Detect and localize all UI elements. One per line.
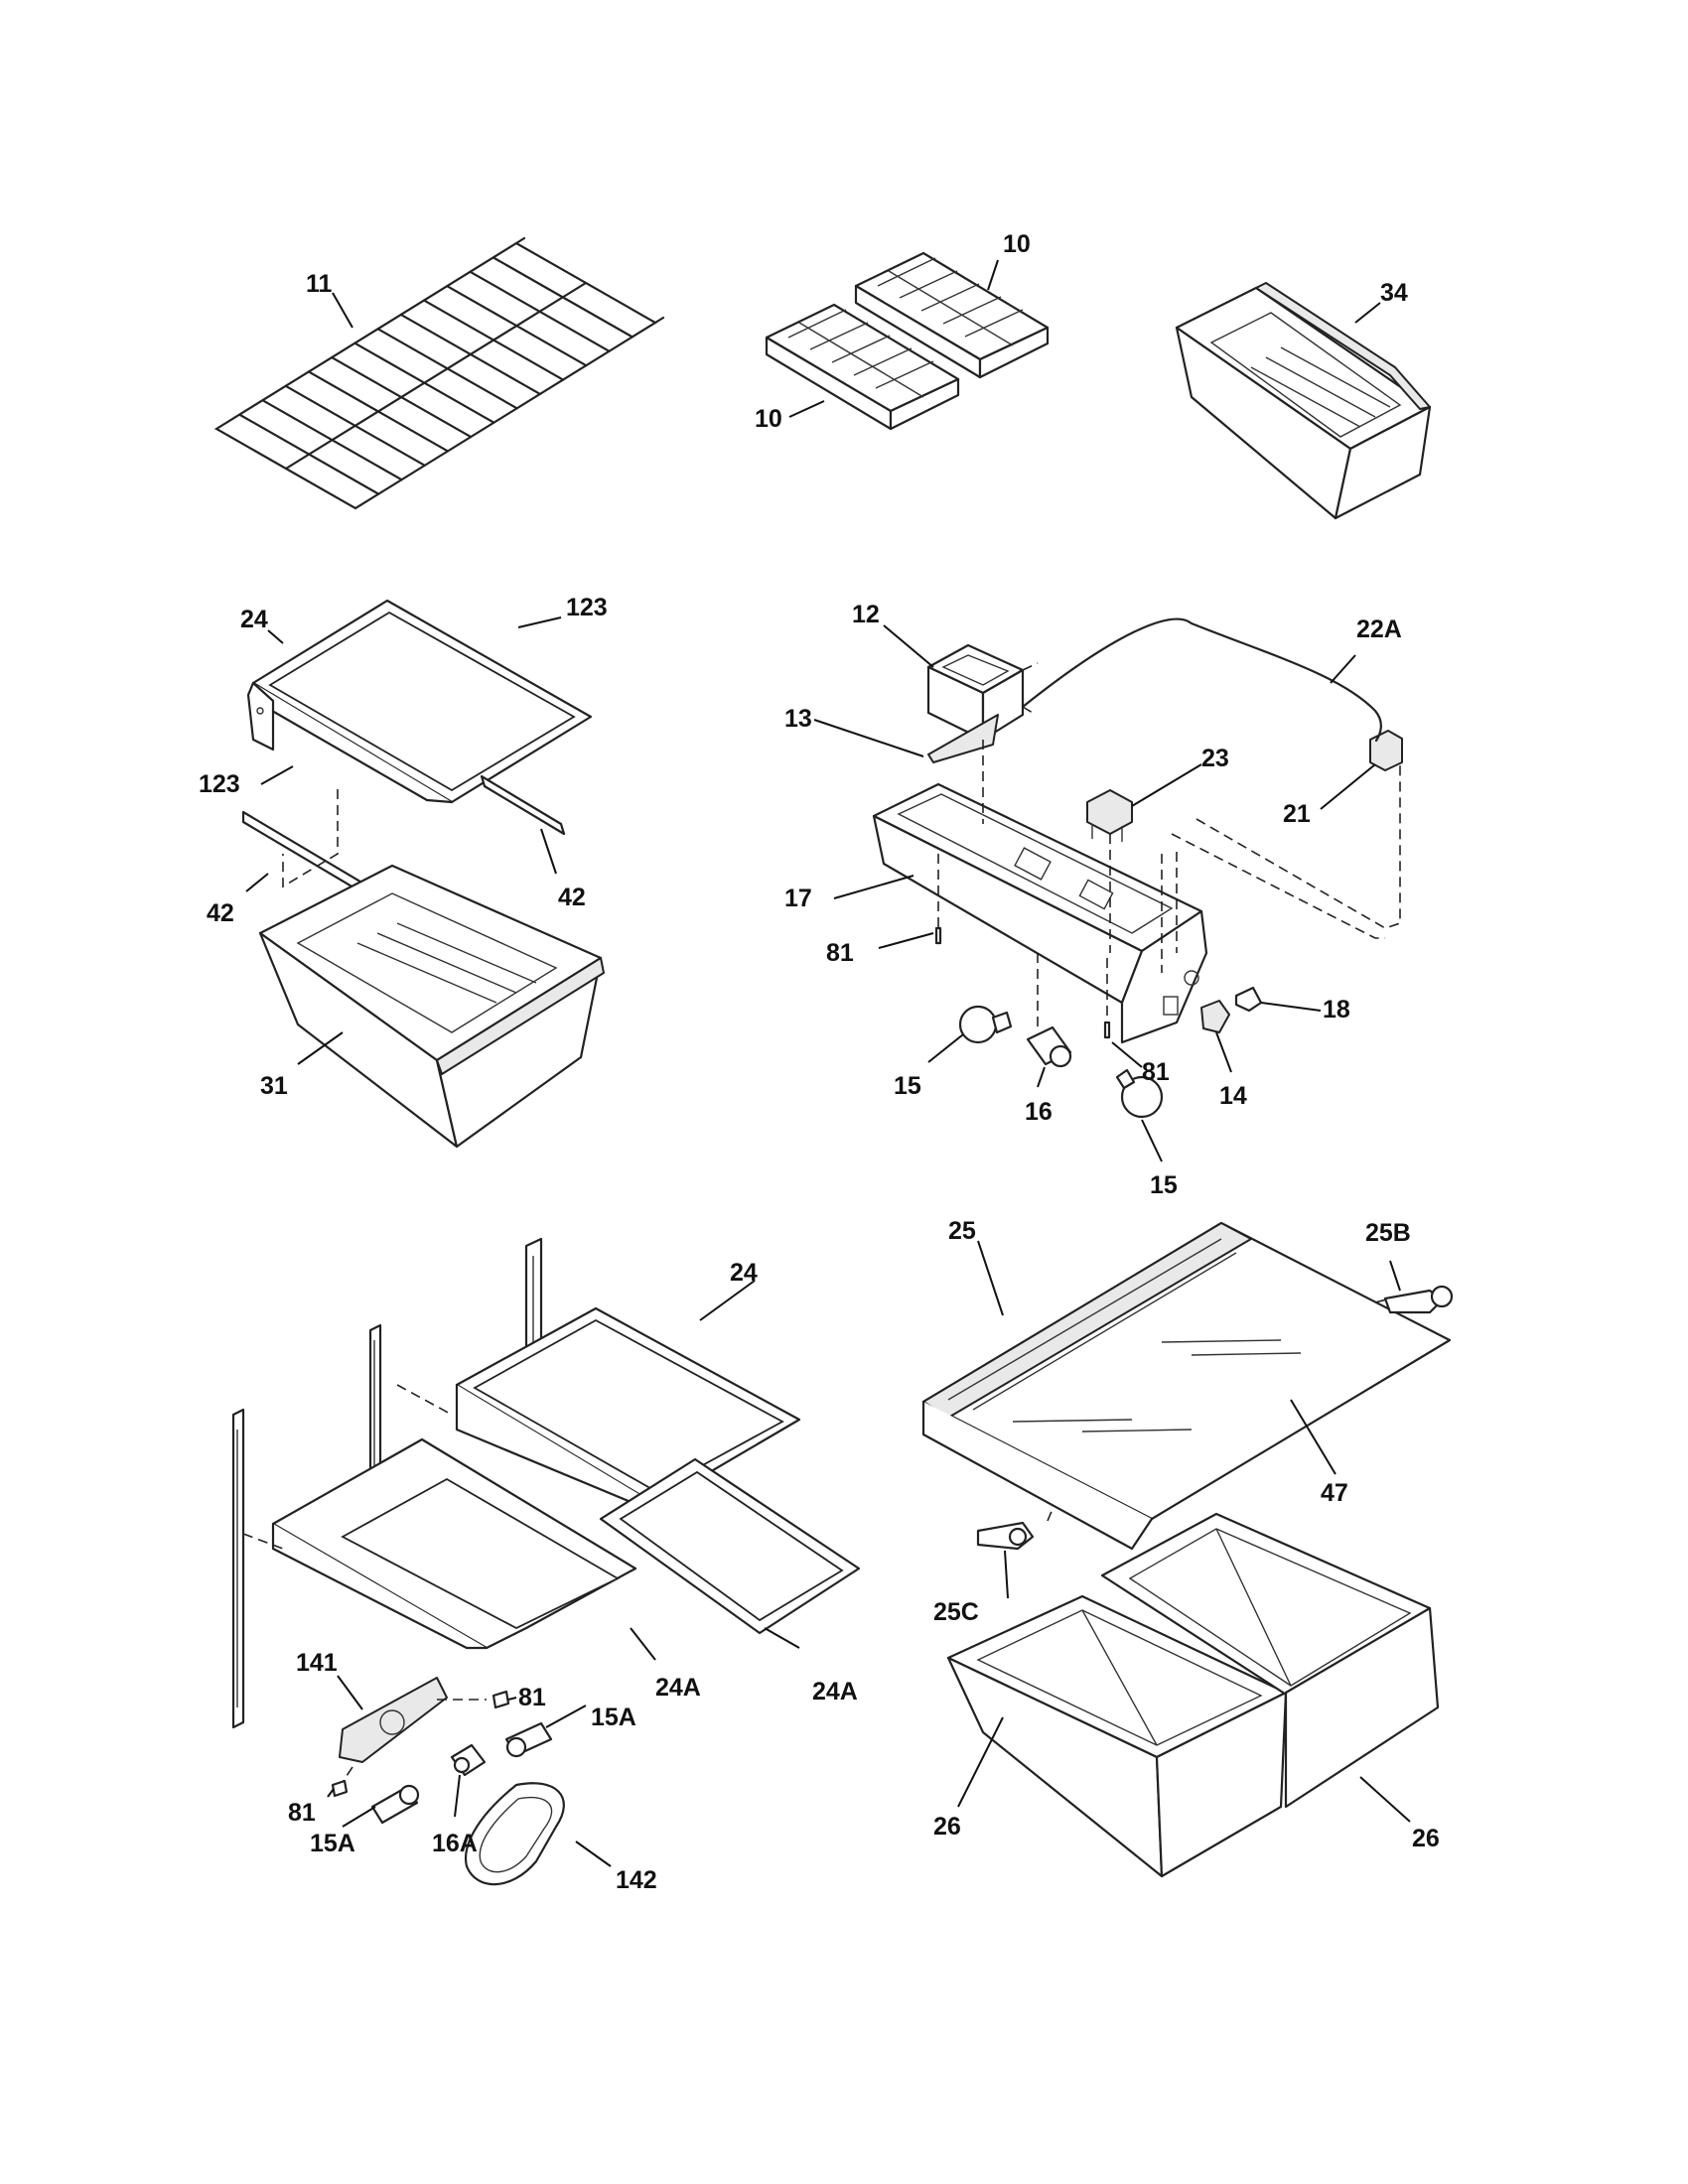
bulb-part-15-left [958, 1005, 1013, 1044]
callout-15A-right: 15A [591, 1704, 636, 1731]
callout-15-left: 15 [894, 1072, 921, 1100]
callout-25B: 25B [1365, 1219, 1411, 1247]
assembly-lines-light [937, 662, 1401, 1032]
callout-42-right: 42 [558, 884, 586, 911]
assembly-line [282, 789, 339, 888]
thermostat-part-23 [1086, 789, 1133, 842]
bulb-part-15A-right [504, 1721, 553, 1758]
callout-14: 14 [1219, 1082, 1247, 1110]
callout-34: 34 [1380, 279, 1408, 307]
callout-81-lower-right: 81 [518, 1684, 546, 1711]
screw-part-81-lower-right [492, 1690, 510, 1709]
bulb-part-15A-left [370, 1784, 420, 1825]
leader-lines [245, 259, 1411, 1867]
callout-18: 18 [1323, 996, 1350, 1024]
callout-31: 31 [260, 1072, 288, 1100]
callout-142: 142 [616, 1866, 657, 1894]
light-shield-part-141 [339, 1677, 448, 1763]
glass-shelf-part-24-lower [455, 1306, 801, 1506]
callout-10-bottom: 10 [755, 405, 782, 433]
ice-tray-part-10-front [765, 303, 960, 431]
ice-bucket-part-12 [926, 643, 1025, 742]
screw-part-81-left [934, 926, 942, 945]
glass-shelf-part-24A-back [599, 1457, 861, 1635]
lens-part-142 [465, 1782, 565, 1886]
callout-26-right: 26 [1412, 1825, 1440, 1852]
light-housing-part-17 [872, 782, 1208, 1044]
callout-26-left: 26 [933, 1813, 961, 1841]
callout-16A: 16A [432, 1830, 478, 1857]
callout-22A: 22A [1356, 615, 1402, 643]
assembly-line-pantry [1047, 1297, 1391, 1522]
callout-16: 16 [1025, 1098, 1053, 1126]
callout-15-right: 15 [1150, 1171, 1178, 1199]
crisper-bin-part-31 [258, 864, 605, 1149]
wire-shelf-part-11 [213, 236, 665, 510]
callout-21: 21 [1283, 800, 1311, 828]
screw-part-81-lower-left [331, 1779, 349, 1798]
callout-15A-left: 15A [310, 1830, 355, 1857]
callout-11: 11 [306, 270, 333, 298]
callout-141: 141 [296, 1649, 338, 1677]
switch-part-14 [1200, 1000, 1230, 1033]
callout-24A-left: 24A [655, 1674, 701, 1702]
callout-47: 47 [1321, 1479, 1348, 1507]
pantry-drawer-part-26-back [1100, 1512, 1440, 1809]
callout-24A-right: 24A [812, 1678, 858, 1706]
wire-harness-part-22A [1021, 617, 1382, 743]
callout-24-lower: 24 [730, 1259, 758, 1287]
screw-part-81-right [1103, 1021, 1111, 1039]
bulb-part-15-right [1115, 1068, 1164, 1119]
socket-part-16 [1026, 1025, 1072, 1068]
clip-part-18 [1234, 986, 1263, 1013]
callout-81-right: 81 [1142, 1058, 1170, 1086]
callout-12: 12 [852, 601, 880, 628]
pantry-cover-part-25 [921, 1221, 1452, 1551]
glass-shelf-part-24 [246, 599, 593, 804]
callout-123-left: 123 [199, 770, 240, 798]
socket-part-16A [450, 1743, 487, 1777]
callout-81-lower-left: 81 [288, 1799, 316, 1827]
pantry-clip-part-25C [976, 1521, 1035, 1551]
callout-81-left: 81 [826, 939, 854, 967]
shield-part-13 [927, 714, 999, 763]
callout-10-top: 10 [1003, 230, 1031, 258]
pantry-drawer-part-26-front [946, 1594, 1288, 1878]
freezer-bin-part-34 [1175, 282, 1432, 520]
assembly-line-rails [242, 1384, 453, 1550]
ice-tray-part-10-back [854, 251, 1050, 379]
callout-23: 23 [1201, 745, 1229, 772]
callout-42-left: 42 [207, 899, 234, 927]
callout-17: 17 [784, 885, 812, 912]
callout-24-middle: 24 [240, 606, 268, 633]
callout-123-top: 123 [566, 594, 608, 621]
shelf-center-rod [284, 281, 588, 471]
assembly-line-lower-light [342, 1699, 487, 1783]
callout-25C: 25C [933, 1598, 979, 1626]
glass-shelf-part-24A-front [271, 1437, 637, 1650]
shelf-slide-part-42-right [480, 774, 566, 836]
callout-13: 13 [784, 705, 812, 733]
switch-part-21 [1369, 730, 1403, 771]
pantry-clip-part-25B [1383, 1285, 1454, 1314]
callout-25: 25 [948, 1217, 976, 1245]
